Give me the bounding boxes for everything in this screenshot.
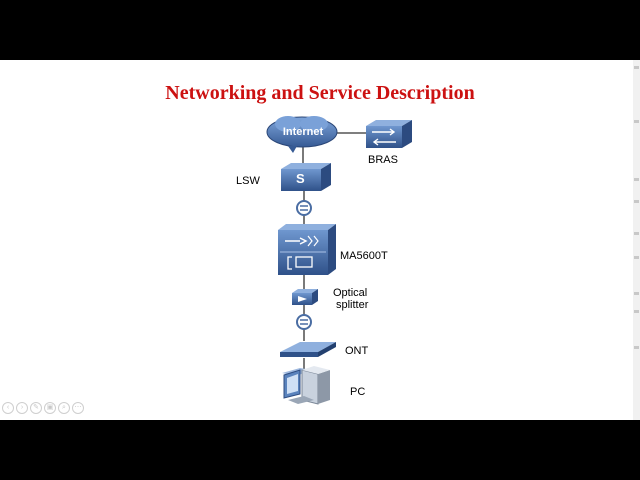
- pc-label: PC: [350, 386, 366, 398]
- zoom-icon[interactable]: ⌕: [58, 402, 70, 414]
- pen-icon[interactable]: ✎: [30, 402, 42, 414]
- fiber-connector-icon: [296, 200, 312, 216]
- internet-label: Internet: [282, 126, 324, 138]
- network-diagram: [266, 116, 412, 405]
- switch-icon: [281, 163, 331, 191]
- olt-icon: [278, 224, 336, 275]
- lsw-label: LSW: [236, 175, 260, 187]
- vertical-scrollbar[interactable]: [633, 60, 640, 420]
- router-icon: [366, 120, 412, 148]
- lsw-badge: S: [296, 171, 305, 186]
- fiber-connector-icon: [296, 314, 312, 330]
- slides-icon[interactable]: ▣: [44, 402, 56, 414]
- prev-icon[interactable]: ‹: [2, 402, 14, 414]
- slideshow-controls: ‹ › ✎ ▣ ⌕ ⋯: [2, 402, 84, 414]
- pc-icon: [282, 366, 330, 405]
- bras-label: BRAS: [368, 154, 398, 166]
- ont-label: ONT: [345, 345, 369, 357]
- splitter-label-line1: Optical: [333, 287, 368, 299]
- more-icon[interactable]: ⋯: [72, 402, 84, 414]
- slide-title: Networking and Service Description: [165, 82, 475, 104]
- next-icon[interactable]: ›: [16, 402, 28, 414]
- splitter-label-line2: splitter: [336, 299, 369, 311]
- cloud-icon: [266, 116, 338, 153]
- olt-label: MA5600T: [340, 250, 388, 262]
- ont-icon: [280, 342, 336, 357]
- slide: Networking and Service Description: [0, 60, 640, 420]
- splitter-icon: [292, 289, 318, 305]
